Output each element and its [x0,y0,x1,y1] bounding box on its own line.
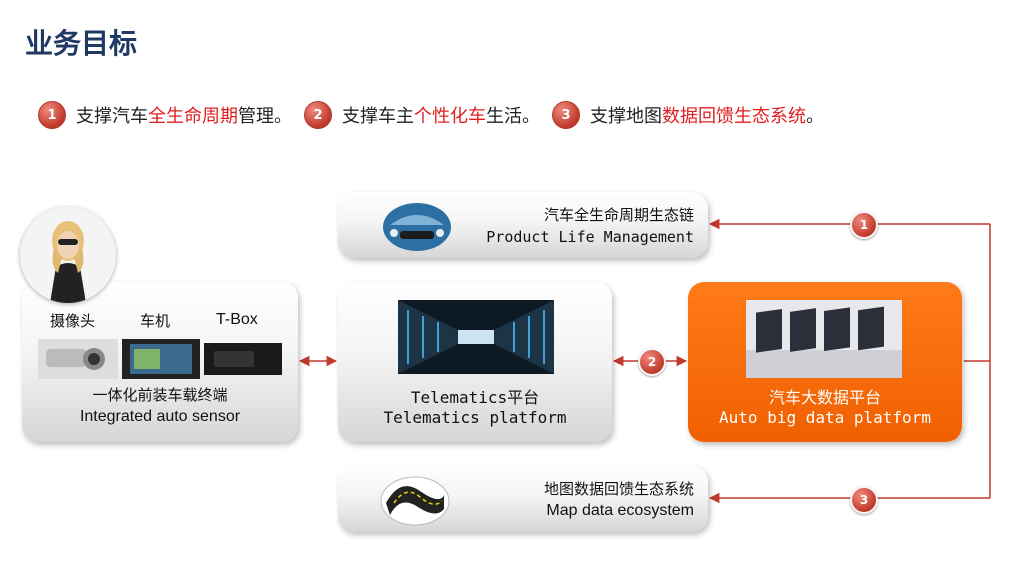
person-icon [20,207,116,303]
head-unit-label: 车机 [140,312,171,330]
data-center-image [746,300,902,378]
connector-badge-1: 1 [850,211,878,239]
goal-text-suffix: 生活。 [486,106,540,127]
product-title-cn: 汽车全生命周期生态链 [543,206,694,224]
product-title-en: Product Life Management [486,228,694,246]
road-icon [380,476,450,526]
goal-number-badge: 2 [304,101,332,129]
goal-1: 1 支撑汽车全生命周期管理。 [38,101,292,129]
goal-text-prefix: 支撑地图 [590,106,662,127]
goal-2: 2 支撑车主个性化车生活。 [304,101,540,129]
sensor-box: 摄像头 车机 T-Box 一体化前装车载终端 Integrated auto s… [22,282,298,442]
goal-text-suffix: 管理。 [238,106,292,127]
tbox-label: T-Box [216,311,258,328]
bigdata-title-en: Auto big data platform [719,408,931,427]
map-title-cn: 地图数据回馈生态系统 [543,480,694,498]
connector-badge-3: 3 [850,486,878,514]
server-room-image [398,300,554,374]
goal-text-highlight: 全生命周期 [148,106,238,127]
telematics-title-en: Telematics platform [383,408,567,427]
goal-text-highlight: 数据回馈生态系统 [662,106,806,127]
sensor-title-cn: 一体化前装车载终端 [92,386,228,404]
goal-3: 3 支撑地图数据回馈生态系统。 [552,101,824,129]
sensor-title-en: Integrated auto sensor [79,408,241,425]
bigdata-box: 汽车大数据平台 Auto big data platform [688,282,962,442]
connector-badge-2: 2 [638,348,666,376]
page-title: 业务目标 [25,27,138,60]
telematics-box: Telematics平台 Telematics platform [338,282,612,442]
goal-text-prefix: 支撑车主 [342,106,414,127]
goal-text-suffix: 。 [806,106,824,127]
goal-text-highlight: 个性化车 [414,106,486,127]
car-icon [383,203,451,251]
goal-number-badge: 1 [38,101,66,129]
avatar [20,207,116,303]
telematics-title-cn: Telematics平台 [410,388,540,407]
goal-text-prefix: 支撑汽车 [76,106,148,127]
goals-line: 1 支撑汽车全生命周期管理。 2 支撑车主个性化车生活。 3 支撑地图数据回馈生… [38,98,836,132]
goal-number-badge: 3 [552,101,580,129]
bigdata-title-cn: 汽车大数据平台 [768,388,881,407]
device-images [38,339,282,379]
map-data-box: 地图数据回馈生态系统 Map data ecosystem [338,466,708,532]
product-life-box: 汽车全生命周期生态链 Product Life Management [338,192,708,258]
map-title-en: Map data ecosystem [546,502,694,519]
camera-label: 摄像头 [50,312,96,330]
